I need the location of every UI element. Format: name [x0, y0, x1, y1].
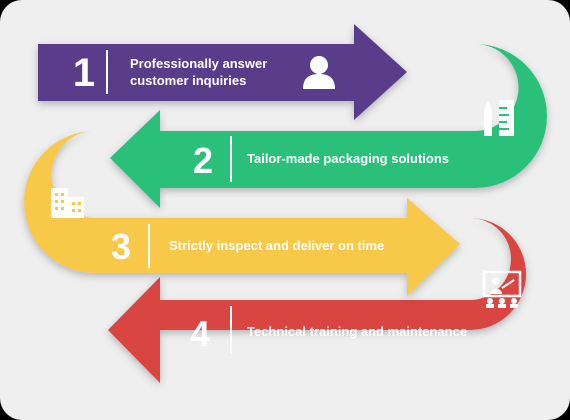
user-icon: [303, 56, 335, 89]
step-3-divider: [148, 224, 150, 268]
step-1: [38, 24, 407, 120]
step-4-divider: [230, 306, 232, 354]
presentation-icon: [482, 270, 522, 308]
step-1-label-line2: customer inquiries: [130, 73, 246, 88]
step-3-band: [24, 131, 460, 296]
step-4: [108, 218, 526, 383]
ruler-pencil-icon: [484, 100, 514, 136]
step-4-band: [108, 218, 526, 383]
step-3: [24, 131, 460, 296]
step-3-number: 3: [111, 226, 131, 267]
step-2-label: Tailor-made packaging solutions: [247, 151, 449, 166]
step-1-label-line1: Professionally answer: [130, 56, 267, 71]
step-2-divider: [230, 136, 232, 182]
step-2-number: 2: [193, 140, 213, 181]
step-4-label: Technical training and maintenance: [247, 324, 467, 339]
step-2: [110, 44, 547, 208]
step-1-band: [38, 24, 407, 120]
step-1-number: 1: [73, 51, 95, 95]
building-icon: [51, 188, 84, 218]
step-1-divider: [106, 50, 108, 94]
step-3-label: Strictly inspect and deliver on time: [169, 238, 384, 253]
step-2-band: [110, 44, 547, 208]
step-4-number: 4: [190, 313, 210, 354]
